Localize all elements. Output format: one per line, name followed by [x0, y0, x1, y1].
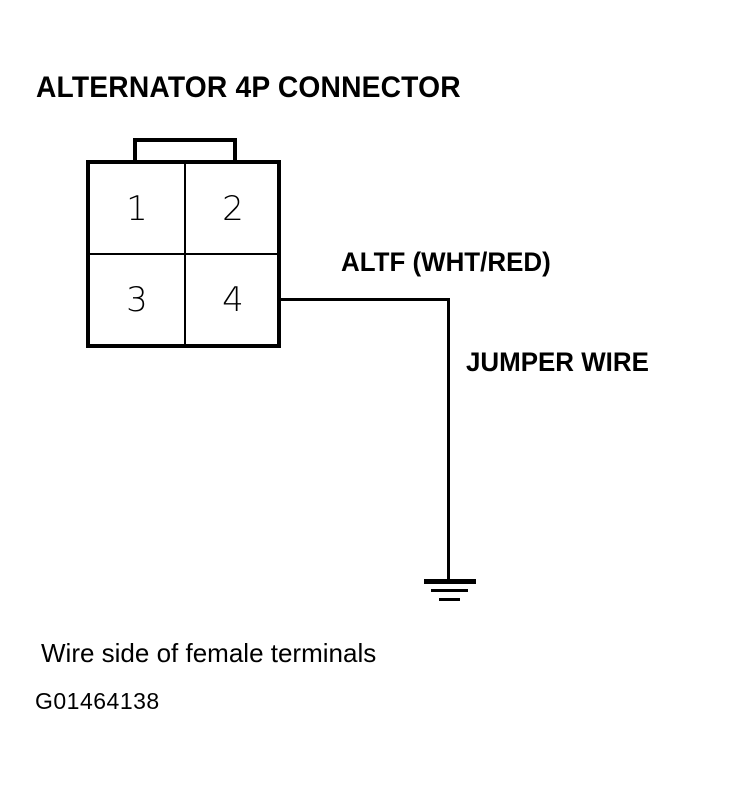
connector-latch-tab [133, 138, 237, 162]
connector-pin-1: 1 [90, 164, 184, 253]
connector-pin-4: 4 [186, 255, 280, 344]
jumper-wire-vertical-segment [447, 298, 450, 582]
pin-number-label: 2 [222, 188, 244, 229]
ground-symbol-bar-top [424, 579, 476, 584]
pin-number-label: 1 [126, 188, 148, 229]
connector-divider-horizontal [90, 253, 277, 255]
wire-signal-label: ALTF (WHT/RED) [341, 247, 551, 277]
pin-number-label: 3 [126, 279, 148, 320]
figure-id-label: G01464138 [35, 688, 160, 714]
connector-pin-2: 2 [186, 164, 280, 253]
pin-number-label: 4 [222, 279, 244, 320]
jumper-wire-label: JUMPER WIRE [466, 347, 649, 377]
diagram-caption: Wire side of female terminals [41, 638, 377, 668]
ground-symbol-bar-middle [431, 589, 468, 592]
connector-divider-vertical [184, 164, 186, 344]
page-title: ALTERNATOR 4P CONNECTOR [36, 71, 461, 104]
jumper-wire-horizontal-segment [281, 298, 450, 301]
connector-pin-3: 3 [90, 255, 184, 344]
ground-symbol-bar-bottom [439, 598, 460, 601]
alternator-4p-connector: 1 2 3 4 [86, 160, 281, 348]
